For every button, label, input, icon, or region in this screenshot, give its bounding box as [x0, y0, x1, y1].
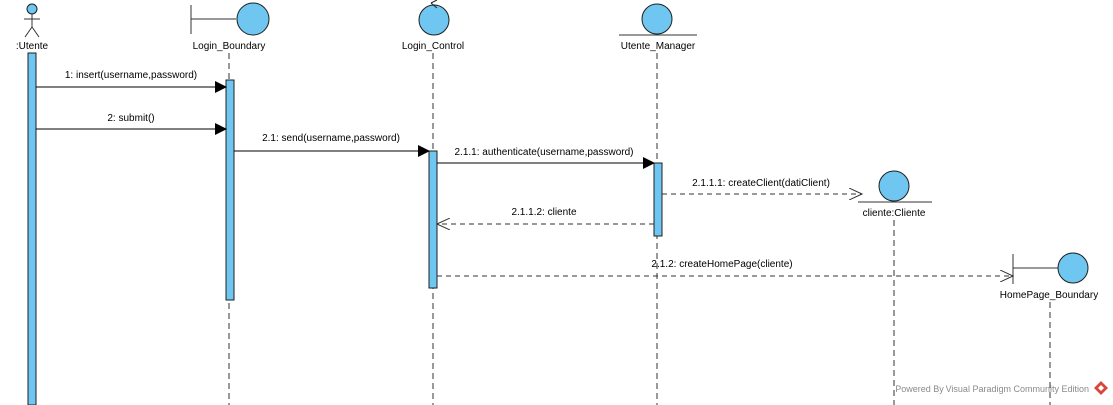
visual-paradigm-logo-icon: [1094, 381, 1108, 395]
participant-label: :Utente: [16, 41, 49, 52]
message-label: 2.1.2: createHomePage(cliente): [651, 259, 792, 270]
boundary-icon: [1012, 252, 1089, 284]
participant-label: cliente:Cliente: [863, 208, 926, 219]
activation-bar-utente-manager: [653, 162, 663, 237]
message-label: 2: submit(): [107, 113, 154, 124]
activation-bar-login-control: [428, 150, 438, 289]
control-icon: [418, 0, 450, 36]
boundary-icon: [190, 2, 270, 36]
message-create-homepage[interactable]: 2.1.2: createHomePage(cliente): [437, 259, 1013, 276]
activation-bar-utente: [27, 52, 37, 405]
participant-label: HomePage_Boundary: [1000, 290, 1098, 301]
message-authenticate[interactable]: 2.1.1: authenticate(username,password): [437, 147, 655, 169]
participant-label: Login_Control: [402, 41, 464, 52]
participant-label: Utente_Manager: [621, 41, 696, 52]
actor-icon: [24, 3, 40, 38]
message-label: 2.1.1: authenticate(username,password): [455, 147, 634, 158]
message-label: 1: insert(username,password): [65, 70, 197, 81]
message-label: 2.1.1.2: cliente: [511, 207, 576, 218]
message-return-cliente[interactable]: 2.1.1.2: cliente: [437, 207, 654, 224]
participant-utente-manager[interactable]: Utente_Manager: [619, 3, 697, 52]
message-submit[interactable]: 2: submit(): [36, 113, 227, 135]
participant-login-boundary[interactable]: Login_Boundary: [190, 2, 270, 52]
participant-cliente[interactable]: cliente:Cliente: [858, 170, 932, 219]
participant-utente[interactable]: :Utente: [16, 3, 49, 52]
entity-icon: [858, 170, 932, 203]
entity-icon: [619, 3, 697, 36]
watermark: Powered By Visual Paradigm Community Edi…: [895, 381, 1108, 395]
watermark-text: Powered By Visual Paradigm Community Edi…: [895, 384, 1089, 394]
message-label: 2.1: send(username,password): [262, 133, 400, 144]
participant-homepage-boundary[interactable]: HomePage_Boundary: [1000, 252, 1098, 301]
message-insert[interactable]: 1: insert(username,password): [36, 70, 227, 93]
message-label: 2.1.1.1: createClient(datiClient): [692, 178, 830, 189]
message-send[interactable]: 2.1: send(username,password): [234, 133, 430, 157]
message-create-client[interactable]: 2.1.1.1: createClient(datiClient): [662, 178, 862, 194]
participant-login-control[interactable]: Login_Control: [402, 0, 464, 52]
activation-bar-login-boundary: [225, 79, 235, 301]
participant-label: Login_Boundary: [193, 41, 266, 52]
